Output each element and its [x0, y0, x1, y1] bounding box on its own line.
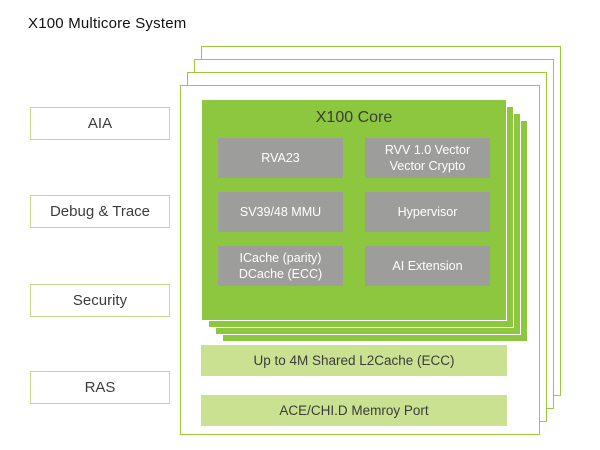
feature-icache-dcache: ICache (parity) DCache (ECC)	[218, 246, 343, 286]
side-box-aia: AIA	[30, 107, 170, 140]
memory-port-bar: ACE/CHI.D Memroy Port	[201, 395, 507, 426]
side-box-debug-trace: Debug & Trace	[30, 195, 170, 228]
feature-rva23: RVA23	[218, 138, 343, 178]
feature-hypervisor: Hypervisor	[365, 192, 490, 232]
feature-grid: RVA23 RVV 1.0 Vector Vector Crypto SV39/…	[202, 127, 506, 286]
core-title: X100 Core	[315, 109, 393, 126]
side-box-aia-label: AIA	[87, 115, 113, 132]
feature-rvv-vector-crypto: RVV 1.0 Vector Vector Crypto	[365, 138, 490, 178]
page-title: X100 Multicore System	[28, 15, 187, 32]
feature-sv39-48-mmu: SV39/48 MMU	[218, 192, 343, 232]
side-box-security: Security	[30, 284, 170, 317]
side-box-ras: RAS	[30, 371, 170, 404]
main-panel: X100 Core RVA23 RVV 1.0 Vector Vector Cr…	[180, 85, 540, 435]
x100-core-block: X100 Core RVA23 RVV 1.0 Vector Vector Cr…	[201, 99, 507, 321]
side-box-security-label: Security	[72, 292, 128, 309]
l2cache-bar: Up to 4M Shared L2Cache (ECC)	[201, 345, 507, 376]
side-box-debug-trace-label: Debug & Trace	[49, 203, 151, 220]
feature-ai-extension: AI Extension	[365, 246, 490, 286]
side-box-ras-label: RAS	[84, 379, 116, 396]
